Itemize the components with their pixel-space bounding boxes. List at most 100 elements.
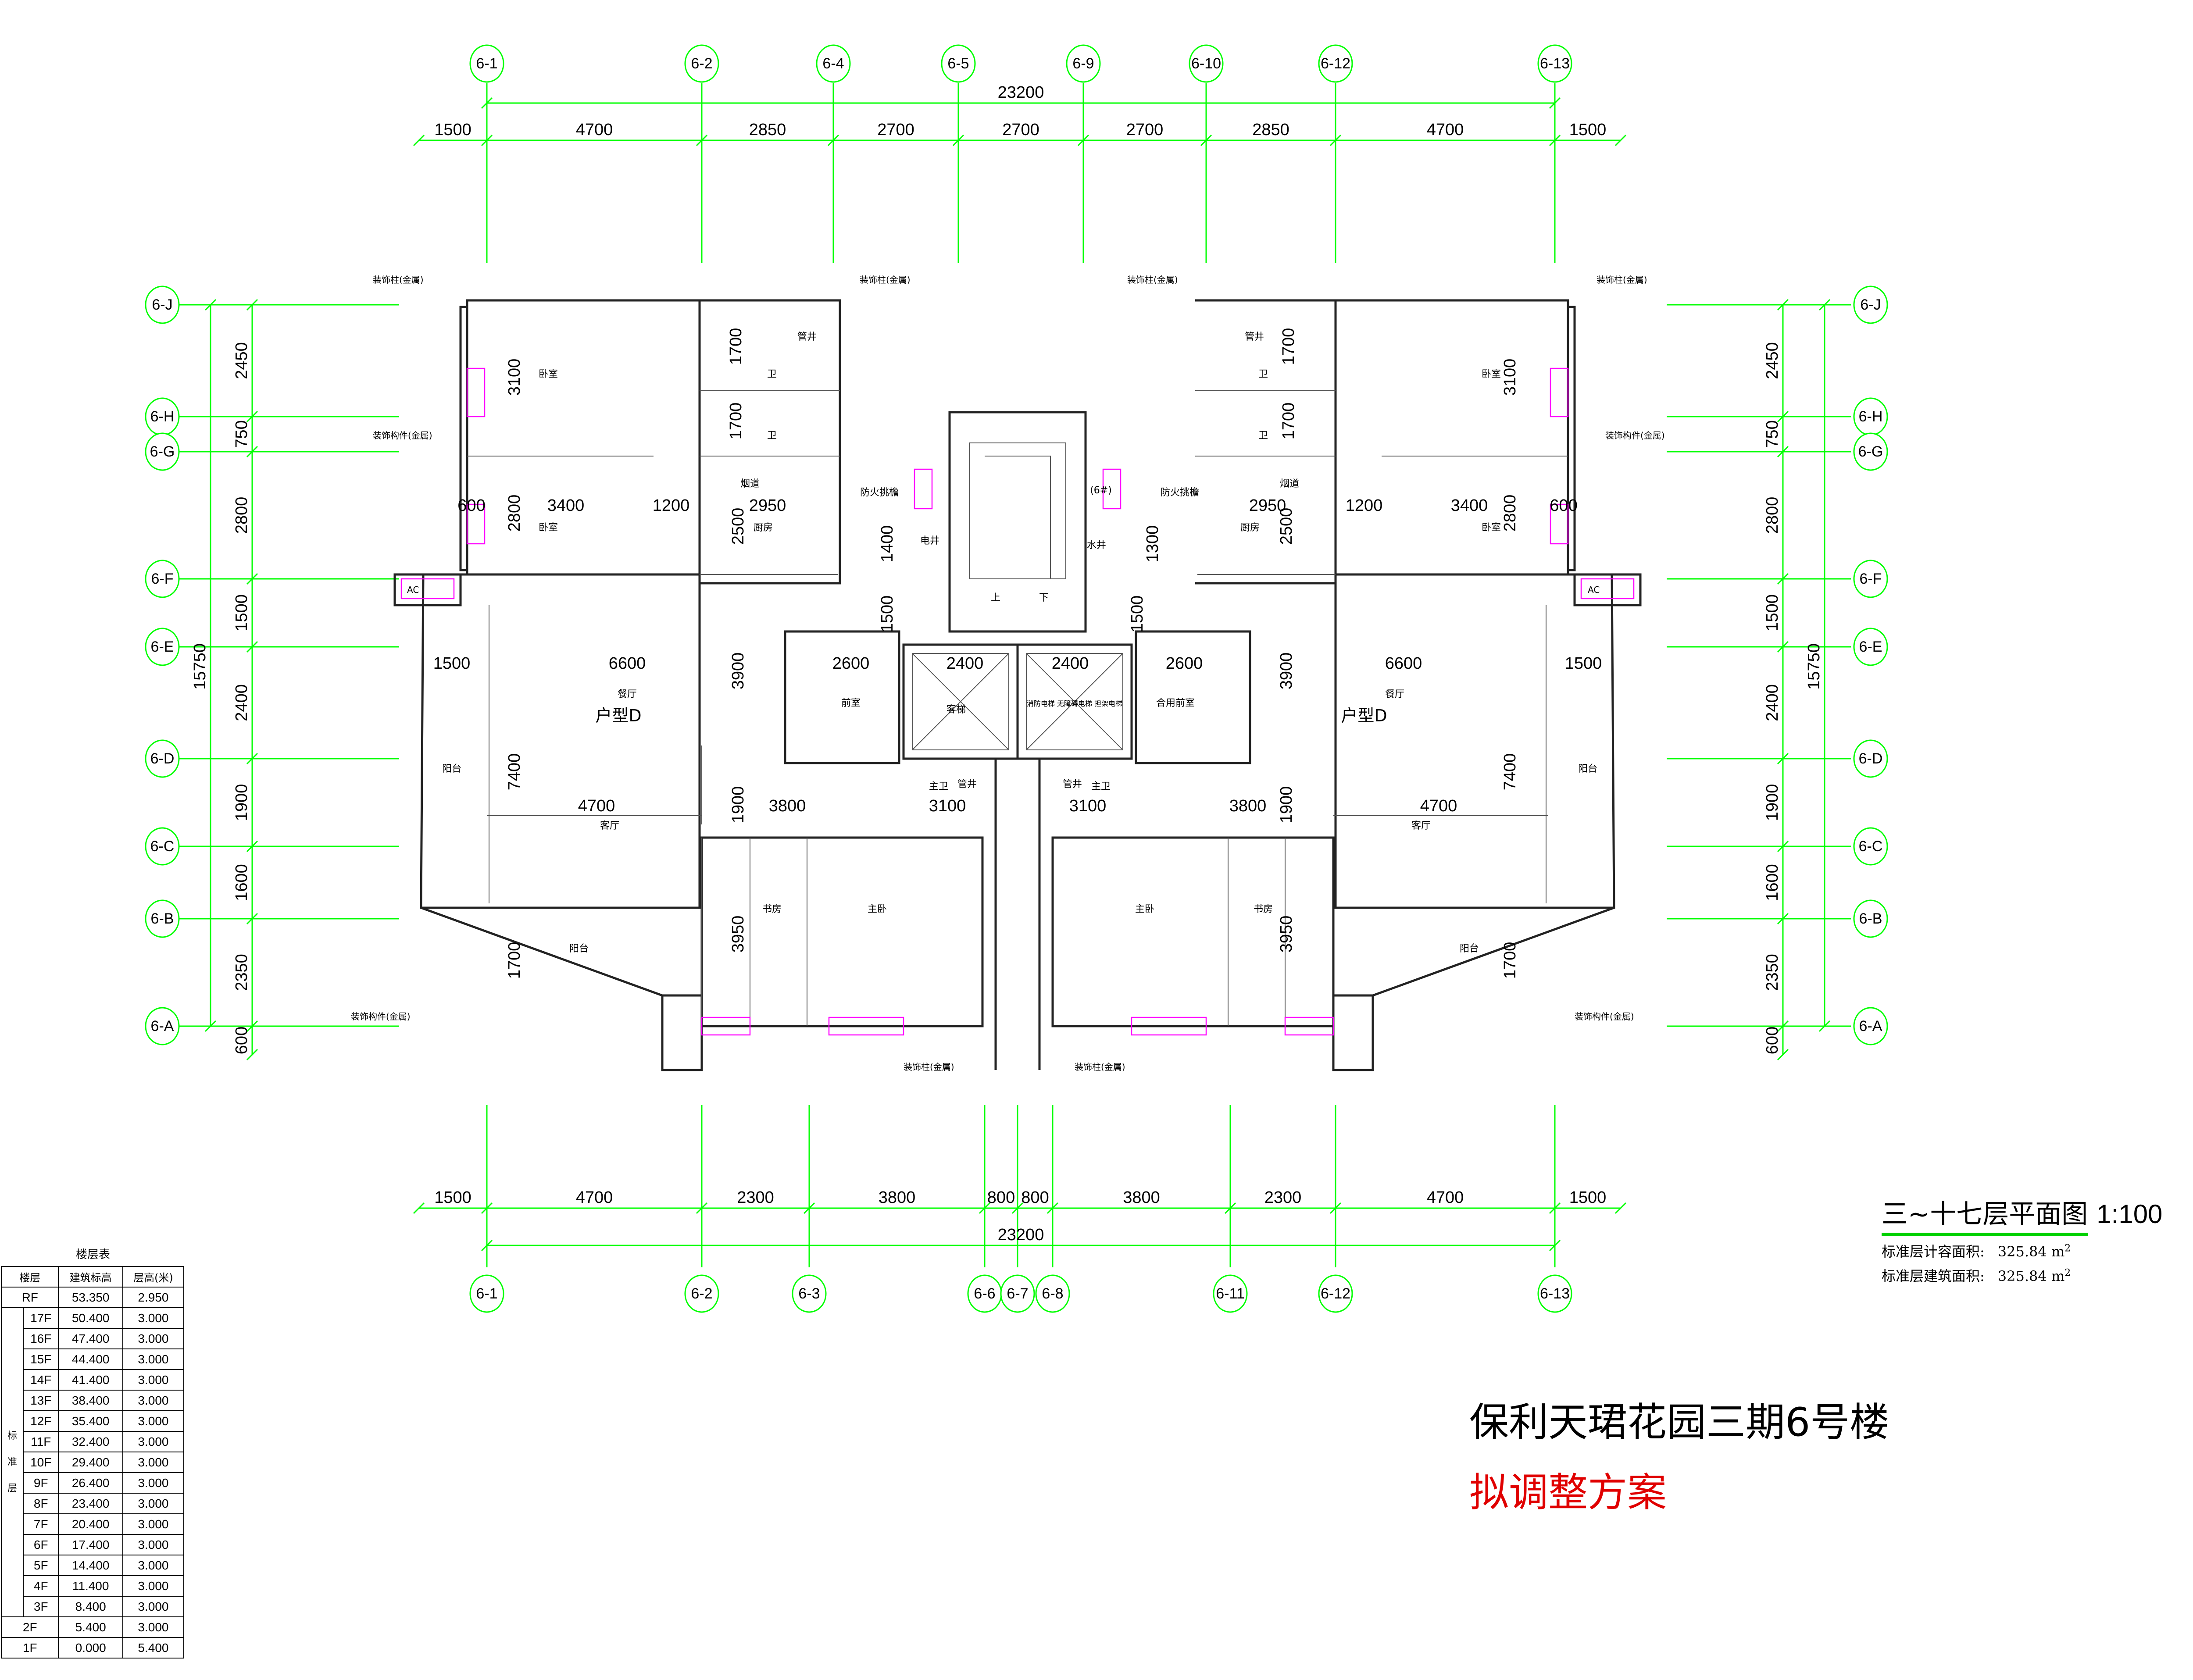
interior-dim: 2600	[1166, 654, 1203, 673]
axis-bubble: 6-B	[1853, 899, 1888, 938]
elevation-cell: 11.400	[58, 1575, 123, 1597]
interior-dim: 1700	[727, 328, 745, 365]
dim-tick	[1777, 299, 1789, 311]
interior-dim: 6600	[1385, 654, 1422, 673]
room-dining: 餐厅	[618, 689, 637, 700]
building-number: (6#)	[1090, 485, 1112, 496]
floor-group-label: 标准层	[1, 1307, 24, 1617]
dim-label: 600	[1763, 1027, 1782, 1054]
dim-label: 1500	[1763, 594, 1782, 631]
dim-tick	[204, 1020, 217, 1032]
room-kitchen: 厨房	[754, 522, 773, 533]
axis-bubble-circle	[1213, 1274, 1248, 1313]
interior-dim: 3800	[1229, 797, 1267, 815]
dim-tick	[1329, 1202, 1342, 1214]
ac-label: AC	[1588, 585, 1600, 595]
axis-bubble-label: 6-2	[691, 55, 712, 72]
dim-tick	[481, 97, 493, 109]
dim-total-label: 15750	[191, 643, 209, 690]
elevation-cell: 41.400	[58, 1369, 123, 1391]
floor-cell: 4F	[22, 1575, 59, 1597]
area-label: 标准层建筑面积:	[1882, 1268, 1985, 1284]
drawing-scale: 1:100	[2097, 1199, 2163, 1229]
axis-bubble-label: 6-12	[1321, 1285, 1350, 1302]
dim-tick	[1777, 913, 1789, 925]
axis-bubble: 6-A	[145, 1007, 180, 1045]
axis-bubble-circle	[792, 1274, 827, 1313]
area-label: 标准层计容面积:	[1882, 1243, 1985, 1260]
dim-tick	[246, 446, 258, 458]
axis-bubble-label: 6-E	[1859, 638, 1882, 655]
room-master-toilet: 主卫	[1091, 781, 1111, 792]
dim-tick	[1549, 1239, 1561, 1252]
interior-dim: 3100	[1069, 797, 1107, 815]
drawing-title-block: 三~十七层平面图 1:100 标准层计容面积:325.84 m2 标准层建筑面积:…	[1882, 1193, 2189, 1285]
axis-bubble-label: 6-10	[1191, 55, 1221, 72]
interior-dim: 600	[457, 496, 485, 515]
room-pipe-shaft: 管井	[797, 332, 817, 342]
room-balcony: 阳台	[1460, 943, 1479, 954]
dim-tick	[1046, 1202, 1059, 1214]
elevation-cell: 29.400	[58, 1452, 123, 1473]
axis-bubble: 6-E	[1853, 628, 1888, 666]
floor-cell: 7F	[22, 1513, 59, 1535]
height-cell: 3.000	[122, 1452, 185, 1473]
dim-tick	[246, 1020, 258, 1032]
room-dining: 餐厅	[1385, 689, 1404, 700]
drawing-title-text: 三~十七层平面图	[1882, 1199, 2088, 1230]
height-cell: 3.000	[122, 1555, 185, 1576]
axis-bubble: 6-7	[1000, 1274, 1035, 1313]
axis-bubble-circle	[145, 285, 180, 324]
room-labels: 卧室 卧室 卧室 卧室 卫 卫 卫 卫 管井 管井 烟道 烟道 厨房 厨房 餐厅…	[351, 275, 1665, 1072]
floor-cell: 15F	[22, 1348, 59, 1370]
axis-bubble: 6-1	[469, 1274, 504, 1313]
area-row-building: 标准层建筑面积:325.84 m2	[1882, 1265, 2189, 1285]
interior-dim: 1700	[727, 403, 745, 440]
dim-tick	[1777, 573, 1789, 585]
interior-dim: 1200	[1346, 496, 1383, 515]
axis-bubble-label: 6-8	[1042, 1285, 1063, 1302]
room-study: 书房	[1254, 904, 1273, 915]
axis-bubble-label: 6-11	[1216, 1285, 1245, 1302]
project-name: 保利天珺花园三期6号楼	[1469, 1399, 1889, 1445]
area-row-plot: 标准层计容面积:325.84 m2	[1882, 1241, 2189, 1261]
axis-bubble-circle	[1537, 1274, 1572, 1313]
floor-cell: 5F	[22, 1555, 59, 1576]
interior-dim: 2950	[1249, 496, 1286, 515]
dim-label: 600	[232, 1027, 251, 1054]
height-cell: 2.950	[122, 1287, 185, 1308]
floor-cell: 1F	[0, 1637, 59, 1659]
axis-bubble: 6-12	[1318, 1274, 1353, 1313]
axis-bubble-label: 6-4	[822, 55, 844, 72]
dim-label: 3800	[1123, 1188, 1160, 1207]
axis-bubble-circle	[145, 827, 180, 866]
dim-tick	[1818, 1020, 1831, 1032]
room-living: 客厅	[600, 820, 619, 831]
axis-bubble: 6-C	[1853, 827, 1888, 866]
header-elevation: 建筑标高	[58, 1266, 123, 1288]
dim-tick	[1777, 1020, 1789, 1032]
interior-dim: 1400	[878, 525, 896, 563]
interior-dim: 2500	[1277, 508, 1296, 545]
axis-bubble: 6-C	[145, 827, 180, 866]
dim-tick	[1777, 753, 1789, 765]
height-cell: 3.000	[122, 1616, 185, 1638]
room-toilet: 卫	[1258, 369, 1268, 380]
axis-bubble-circle	[145, 432, 180, 471]
axis-bubble-circle	[469, 44, 504, 83]
interior-dim: 1500	[433, 654, 471, 673]
axis-bubble: 6-8	[1035, 1274, 1070, 1313]
axis-bubble-circle	[1000, 1274, 1035, 1313]
floor-cell: RF	[0, 1287, 59, 1308]
floor-cell: 16F	[22, 1328, 59, 1349]
dim-label: 2450	[1763, 342, 1782, 379]
dim-total-label: 23200	[998, 1226, 1044, 1244]
elevation-cell: 0.000	[58, 1637, 123, 1659]
deco-column-label: 装饰柱(金属)	[904, 1062, 954, 1072]
axis-bubble-circle	[1318, 1274, 1353, 1313]
axis-bubble: 6-12	[1318, 44, 1353, 83]
